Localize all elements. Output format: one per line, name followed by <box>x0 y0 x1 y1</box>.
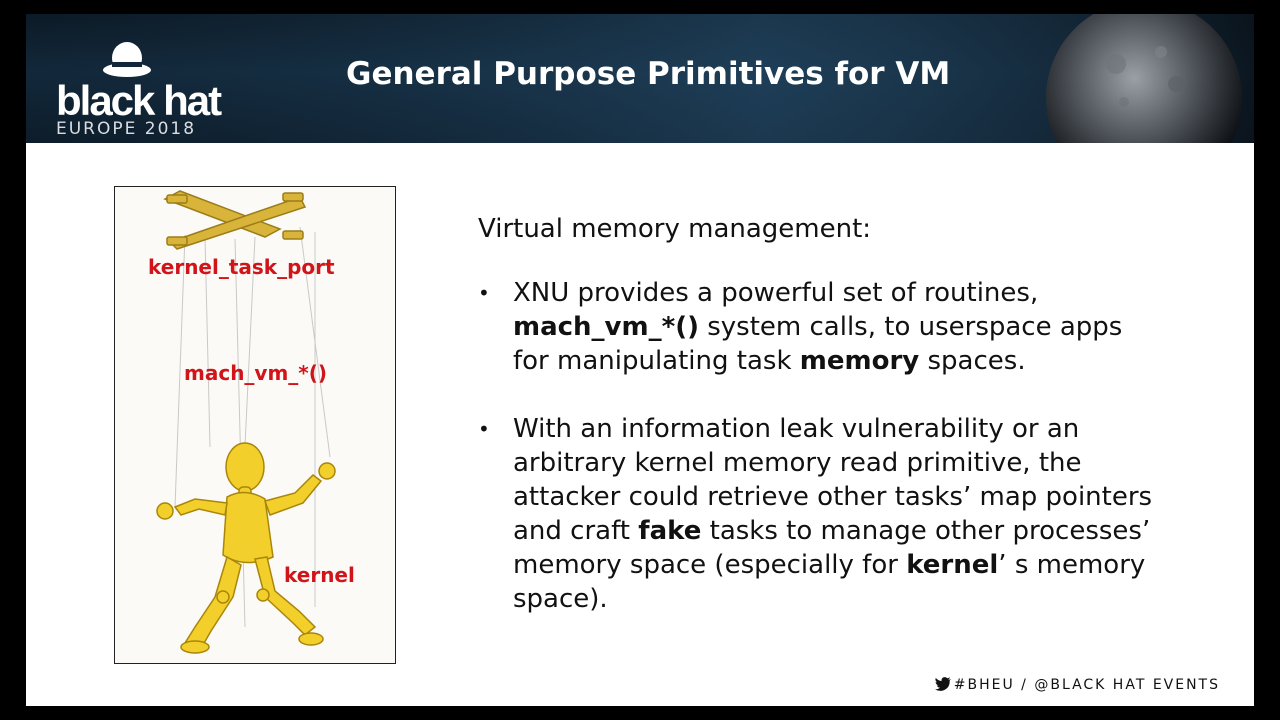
logo-wordmark: black hat <box>56 77 222 124</box>
bullet-bold-text: fake <box>638 516 702 546</box>
puppet-illustration: kernel_task_port mach_vm_*() kernel <box>114 186 396 664</box>
header-space-background <box>26 14 1254 143</box>
bullet-text: system calls, to userspace apps for mani… <box>513 312 1123 376</box>
bullet-bold-text: mach_vm_*() <box>513 312 699 342</box>
bullet-dot: • <box>478 281 490 305</box>
slide-title: General Purpose Primitives for VM <box>346 56 951 92</box>
puppet-figure-icon <box>156 190 336 654</box>
slide: black hat EUROPE 2018 General Purpose Pr… <box>26 14 1254 706</box>
bullet-text: spaces. <box>919 346 1026 376</box>
spy-hat-icon <box>103 42 151 77</box>
bullet-item: • XNU provides a powerful set of routines… <box>478 276 1153 378</box>
label-kernel-task-port: kernel_task_port <box>148 255 335 279</box>
section-heading: Virtual memory management: <box>478 214 872 244</box>
bullet-text: tasks to manage other processes’ memory … <box>513 516 1151 580</box>
label-kernel: kernel <box>284 563 355 587</box>
social-footer: #BHEU / @BLACK HAT EVENTS <box>934 677 1220 693</box>
footer-handles: #BHEU / @BLACK HAT EVENTS <box>953 677 1220 693</box>
bullet-text: XNU provides a powerful set of routines, <box>513 278 1039 308</box>
black-hat-logo: black hat EUROPE 2018 <box>54 36 284 139</box>
slide-header: black hat EUROPE 2018 General Purpose Pr… <box>26 14 1254 143</box>
slide-body: Virtual memory management: • XNU provides… <box>478 212 1178 650</box>
logo-event-subtitle: EUROPE 2018 <box>56 119 197 139</box>
bullet-text: ’ s memory space). <box>513 550 1146 614</box>
bullet-bold-text: kernel <box>906 550 999 580</box>
bullet-dot: • <box>478 417 490 441</box>
bullet-bold-text: memory <box>799 346 920 376</box>
bullet-item: • With an information leak vulnerability … <box>478 412 1153 616</box>
bullet-text: With an information leak vulnerability o… <box>513 414 1153 546</box>
label-mach-vm: mach_vm_*() <box>184 361 328 385</box>
twitter-bird-icon <box>934 677 951 691</box>
